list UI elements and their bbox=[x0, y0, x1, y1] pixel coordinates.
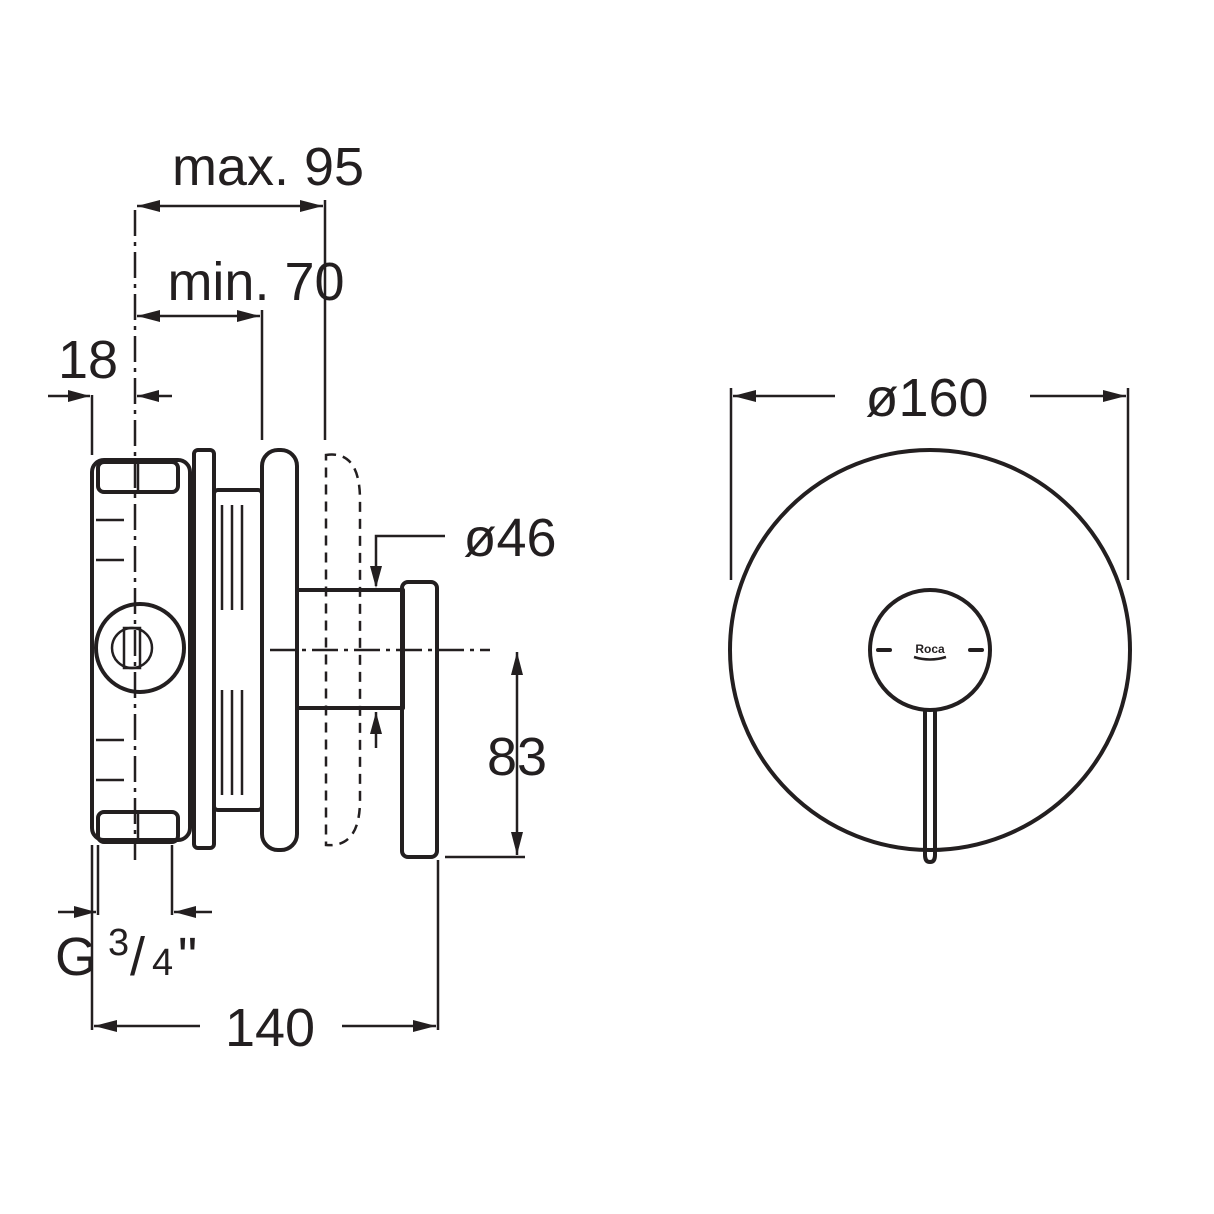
dim-18: 18 bbox=[48, 330, 172, 402]
lever-handle-front bbox=[923, 708, 937, 864]
lever-side bbox=[295, 580, 439, 859]
label-18: 18 bbox=[58, 330, 118, 390]
label-g-den: 4 bbox=[152, 942, 173, 984]
label-min-70: min. 70 bbox=[167, 252, 344, 312]
dim-max-95: max. 95 bbox=[137, 137, 364, 212]
front-view: Roca ø160 bbox=[728, 368, 1132, 864]
label-max-95: max. 95 bbox=[172, 137, 364, 197]
dim-g-thread: G 3 / 4 " bbox=[55, 906, 212, 987]
label-140: 140 bbox=[225, 998, 315, 1058]
label-83: 83 bbox=[487, 727, 547, 787]
label-g: G bbox=[55, 927, 97, 987]
dim-min-70: min. 70 bbox=[137, 252, 345, 322]
valve-body bbox=[90, 458, 192, 844]
roca-logo-wave bbox=[913, 655, 947, 661]
side-view: max. 95 min. 70 18 ø46 bbox=[48, 137, 557, 1058]
label-g-num: 3 bbox=[108, 922, 129, 964]
label-g-quote: " bbox=[178, 927, 197, 987]
label-g-slash: / bbox=[130, 927, 145, 987]
label-g-thread: G bbox=[55, 927, 97, 987]
mounting-frame bbox=[192, 448, 264, 850]
roca-logo: Roca bbox=[915, 642, 945, 656]
wall-plate-front bbox=[728, 448, 1132, 852]
label-46: ø46 bbox=[463, 508, 556, 568]
label-160: ø160 bbox=[865, 368, 988, 428]
dim-140: 140 bbox=[94, 998, 436, 1058]
lever-hub bbox=[868, 588, 992, 712]
plate-max-position bbox=[324, 453, 362, 847]
dim-46: ø46 bbox=[370, 508, 557, 748]
dim-160: ø160 bbox=[733, 368, 1126, 428]
dim-83: 83 bbox=[487, 652, 547, 855]
